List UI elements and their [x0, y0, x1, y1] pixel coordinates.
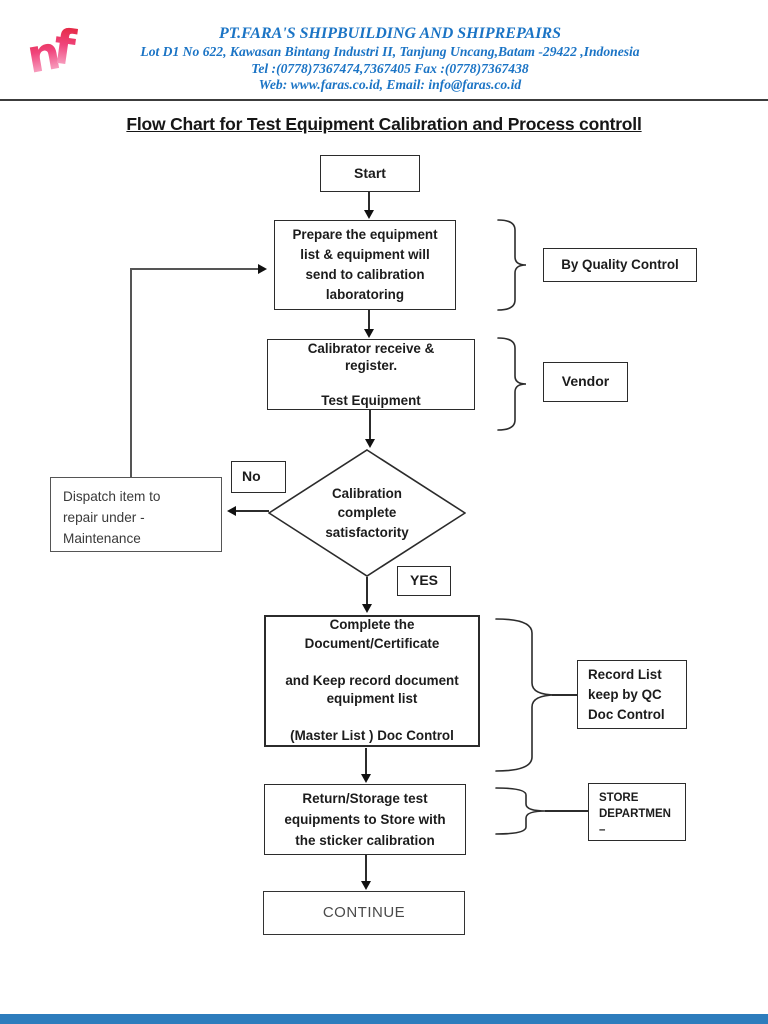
arrow-calibrator-to-decision: [369, 410, 371, 439]
footer-bar: [0, 1014, 768, 1024]
brace-connector-record: [552, 694, 577, 696]
brace-record-list: [495, 618, 557, 772]
flow-node-calibrator-receive: Calibrator receive & register. Test Equi…: [267, 339, 475, 410]
feedback-arrow-to-prepare: [130, 268, 258, 270]
flow-node-dispatch-repair: Dispatch item to repair under - Maintena…: [50, 477, 222, 552]
letterhead: n f PT.FARA'S SHIPBUILDING AND SHIPREPAI…: [0, 0, 768, 100]
annotation-vendor: Vendor: [543, 362, 628, 402]
arrow-prepare-to-calibrator: [368, 310, 370, 329]
brace-store-department: [495, 787, 547, 835]
decision-label: Calibration complete satisfactority: [325, 485, 409, 540]
flow-node-start: Start: [320, 155, 420, 192]
label-no: No: [231, 461, 286, 493]
arrow-complete-to-return: [365, 748, 367, 774]
flow-node-return-storage: Return/Storage test equipments to Store …: [264, 784, 466, 855]
arrow-start-to-prepare: [368, 192, 370, 210]
arrow-decision-to-dispatch: [236, 510, 269, 512]
flow-node-continue: CONTINUE: [263, 891, 465, 935]
flow-node-complete-document: Complete the Document/Certificate and Ke…: [264, 615, 480, 747]
company-telfax: Tel :(0778)7367474,7367405 Fax :(0778)73…: [251, 60, 529, 76]
arrow-return-to-continue: [365, 855, 367, 881]
letterhead-text: PT.FARA'S SHIPBUILDING AND SHIPREPAIRS L…: [90, 24, 690, 94]
flow-node-prepare-equipment: Prepare the equipment list & equipment w…: [274, 220, 456, 310]
company-address: Lot D1 No 622, Kawasan Bintang Industri …: [140, 44, 640, 59]
company-name: PT.FARA'S SHIPBUILDING AND SHIPREPAIRS: [218, 25, 562, 42]
brace-by-quality-control: [497, 219, 527, 311]
decision-diamond: [268, 449, 466, 577]
brace-connector-store: [545, 810, 588, 812]
brace-vendor: [497, 337, 527, 431]
annotation-by-quality-control: By Quality Control: [543, 248, 697, 282]
arrow-decision-to-complete: [366, 577, 368, 604]
company-web-email: Web: www.faras.co.id, Email: info@faras.…: [258, 77, 522, 92]
feedback-line-vertical: [130, 268, 132, 477]
annotation-record-list: Record List keep by QC Doc Control: [577, 660, 687, 729]
annotation-store-department: STORE DEPARTMEN –: [588, 783, 686, 841]
header-divider: [0, 99, 768, 101]
label-yes: YES: [397, 566, 451, 596]
company-logo-icon: n f: [23, 18, 88, 92]
page-title: Flow Chart for Test Equipment Calibratio…: [126, 114, 642, 134]
